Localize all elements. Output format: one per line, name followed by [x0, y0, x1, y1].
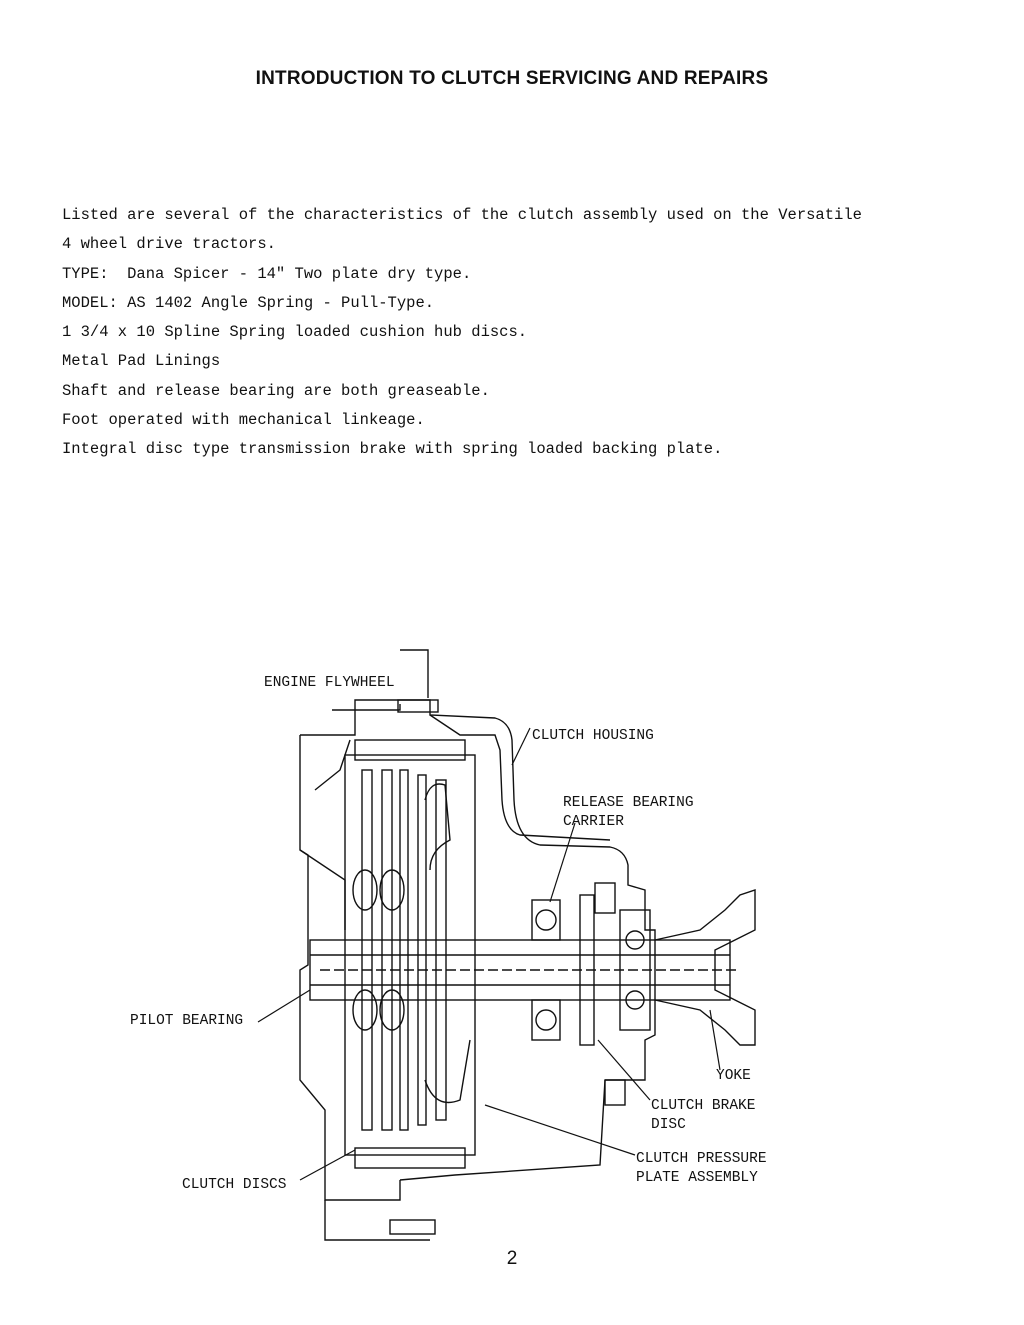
leader-line-release-bearing — [549, 822, 576, 903]
leader-line-pilot-bearing — [257, 989, 311, 1023]
clutch-cross-section-diagram: ENGINE FLYWHEEL CLUTCH HOUSING RELEASE B… — [130, 649, 767, 1241]
text-line: MODEL: AS 1402 Angle Spring - Pull-Type. — [62, 293, 435, 312]
page-title: INTRODUCTION TO CLUTCH SERVICING AND REP… — [255, 68, 769, 89]
leader-line-pressure-plate — [484, 1104, 636, 1156]
text-line: Shaft and release bearing are both greas… — [62, 381, 490, 400]
text-line: TYPE: Dana Spicer - 14" Two plate dry ty… — [62, 264, 472, 283]
label-pilot-bearing: PILOT BEARING — [130, 1013, 243, 1029]
text-line: Metal Pad Linings — [62, 352, 221, 371]
leader-line-clutch-brake — [597, 1039, 651, 1101]
text-line: Integral disc type transmission brake wi… — [62, 440, 723, 459]
label-clutch-housing: CLUTCH HOUSING — [532, 728, 654, 744]
leader-line-clutch-housing — [511, 727, 531, 766]
leader-line-clutch-discs — [299, 1149, 356, 1181]
label-yoke: YOKE — [716, 1068, 751, 1084]
label-plate-assembly: PLATE ASSEMBLY — [636, 1170, 758, 1186]
leader-line-yoke — [709, 1009, 721, 1071]
label-engine-flywheel: ENGINE FLYWHEEL — [264, 675, 395, 691]
text-line: Listed are several of the characteristic… — [62, 206, 862, 224]
text-line: Foot operated with mechanical linkeage. — [62, 411, 425, 430]
label-clutch-brake-disc: DISC — [651, 1117, 686, 1133]
label-release-bearing: RELEASE BEARING — [563, 795, 694, 811]
label-clutch-discs: CLUTCH DISCS — [182, 1177, 286, 1193]
page-number: 2 — [506, 1248, 518, 1269]
text-line: 4 wheel drive tractors. — [62, 235, 276, 254]
label-clutch-pressure: CLUTCH PRESSURE — [636, 1151, 767, 1167]
characteristics-list: Listed are several of the characteristic… — [62, 205, 862, 469]
label-clutch-brake: CLUTCH BRAKE — [651, 1098, 755, 1114]
text-line: 1 3/4 x 10 Spline Spring loaded cushion … — [62, 323, 528, 342]
label-release-bearing-carrier: CARRIER — [563, 814, 624, 830]
